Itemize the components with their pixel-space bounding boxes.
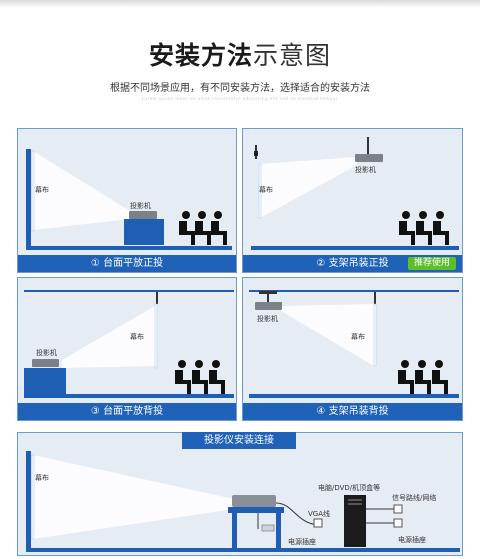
panel-4-illustration [249, 290, 459, 398]
screen-label: 幕布 [35, 186, 49, 194]
page-subtitle: 根据不同场景应用，有不同安装方法，选择适合的安装方法 [110, 83, 370, 94]
panel-connection: 幕布 电脑/DVD/机顶盒等 VGA线 信号路线/网络 电源插座 电源插座 [17, 432, 463, 556]
pc-label: 电脑/DVD/机顶盒等 [318, 484, 381, 492]
signal-label: 信号路线/网络 [392, 494, 437, 502]
title-bold: 安装方法 [148, 41, 253, 70]
projector-label: 投影机 [36, 349, 57, 357]
panel-ceiling-rear: 幕布 投影机 ④ 支架吊装背投 [242, 277, 463, 421]
recommended-badge: 推荐使用 [407, 257, 456, 270]
panel-caption: ④ 支架吊装背投 [243, 403, 462, 420]
power-socket-label: 电源插座 [288, 538, 316, 546]
panel-1-illustration [26, 149, 232, 250]
panel-caption: ② 支架吊装正投 [243, 255, 462, 272]
projector-label: 投影机 [257, 315, 278, 323]
panel-2-illustration [251, 137, 459, 250]
title-light: 示意图 [253, 41, 332, 70]
screen-label: 幕布 [130, 333, 144, 341]
top-shadow [0, 0, 480, 8]
panel-desk-front: 幕布 投影机 ① 台面平放正投 [17, 128, 237, 273]
panel-caption: ① 台面平放正投 [18, 255, 236, 272]
panel-ceiling-front: 幕布 投影机 ② 支架吊装正投 推荐使用 [242, 128, 463, 273]
vga-label: VGA线 [308, 510, 331, 518]
page-subtitle-faint: Lorem ipsum dolor sit amet consectetur a… [142, 96, 338, 101]
panel-3-illustration [24, 290, 234, 398]
screen-label: 幕布 [259, 186, 273, 194]
panel-caption: ③ 台面平放背投 [18, 403, 236, 420]
screen-label: 幕布 [351, 333, 365, 341]
screen-label: 幕布 [35, 474, 49, 482]
panel-desk-rear: 幕布 投影机 ③ 台面平放背投 [17, 277, 237, 421]
connection-illustration [26, 451, 460, 552]
projector-label: 投影机 [355, 166, 376, 174]
connection-title: 投影仪安装连接 [182, 432, 296, 449]
power-socket-label: 电源插座 [398, 536, 426, 544]
page-title: 安装方法示意图 [0, 36, 480, 72]
projector-label: 投影机 [130, 202, 151, 210]
